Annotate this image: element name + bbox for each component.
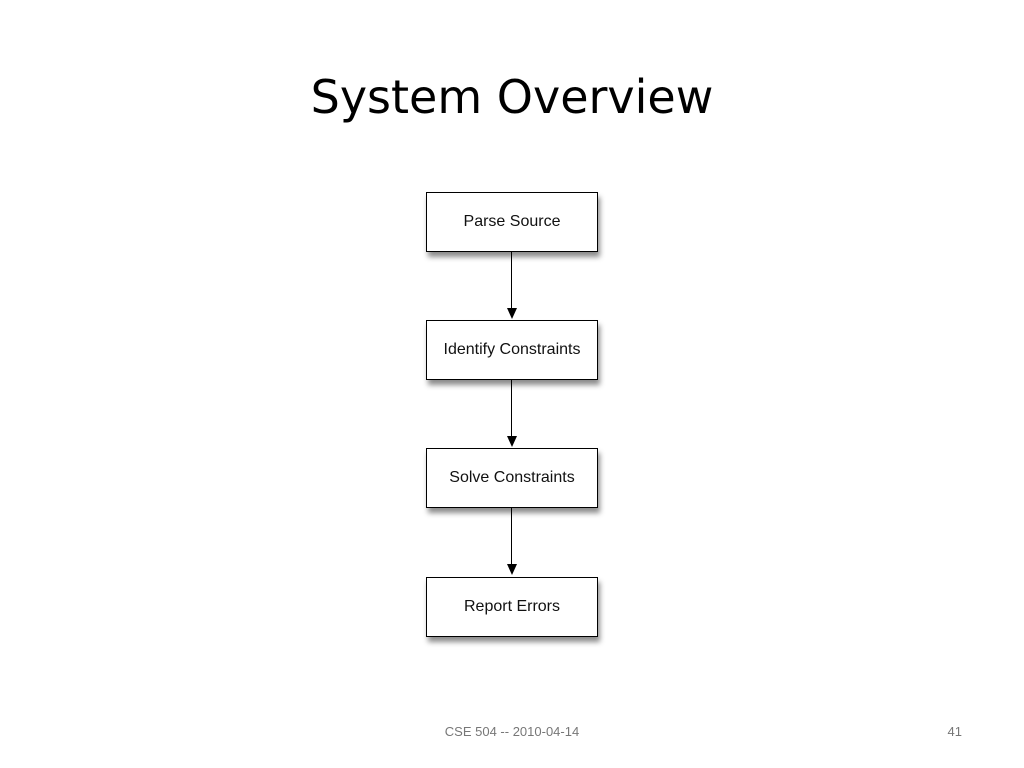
arrow-3-line — [511, 508, 512, 564]
arrow-2-head — [507, 436, 517, 447]
arrow-1-head — [507, 308, 517, 319]
page-number: 41 — [947, 724, 962, 739]
arrow-3-head — [507, 564, 517, 575]
arrow-1-line — [511, 252, 512, 308]
step-solve-constraints: Solve Constraints — [426, 448, 598, 508]
slide-title: System Overview — [310, 70, 714, 124]
step-report-errors: Report Errors — [426, 577, 598, 637]
footer-text: CSE 504 -- 2010-04-14 — [444, 724, 580, 739]
step-parse-source: Parse Source — [426, 192, 598, 252]
step-identify-constraints: Identify Constraints — [426, 320, 598, 380]
arrow-2-line — [511, 380, 512, 436]
